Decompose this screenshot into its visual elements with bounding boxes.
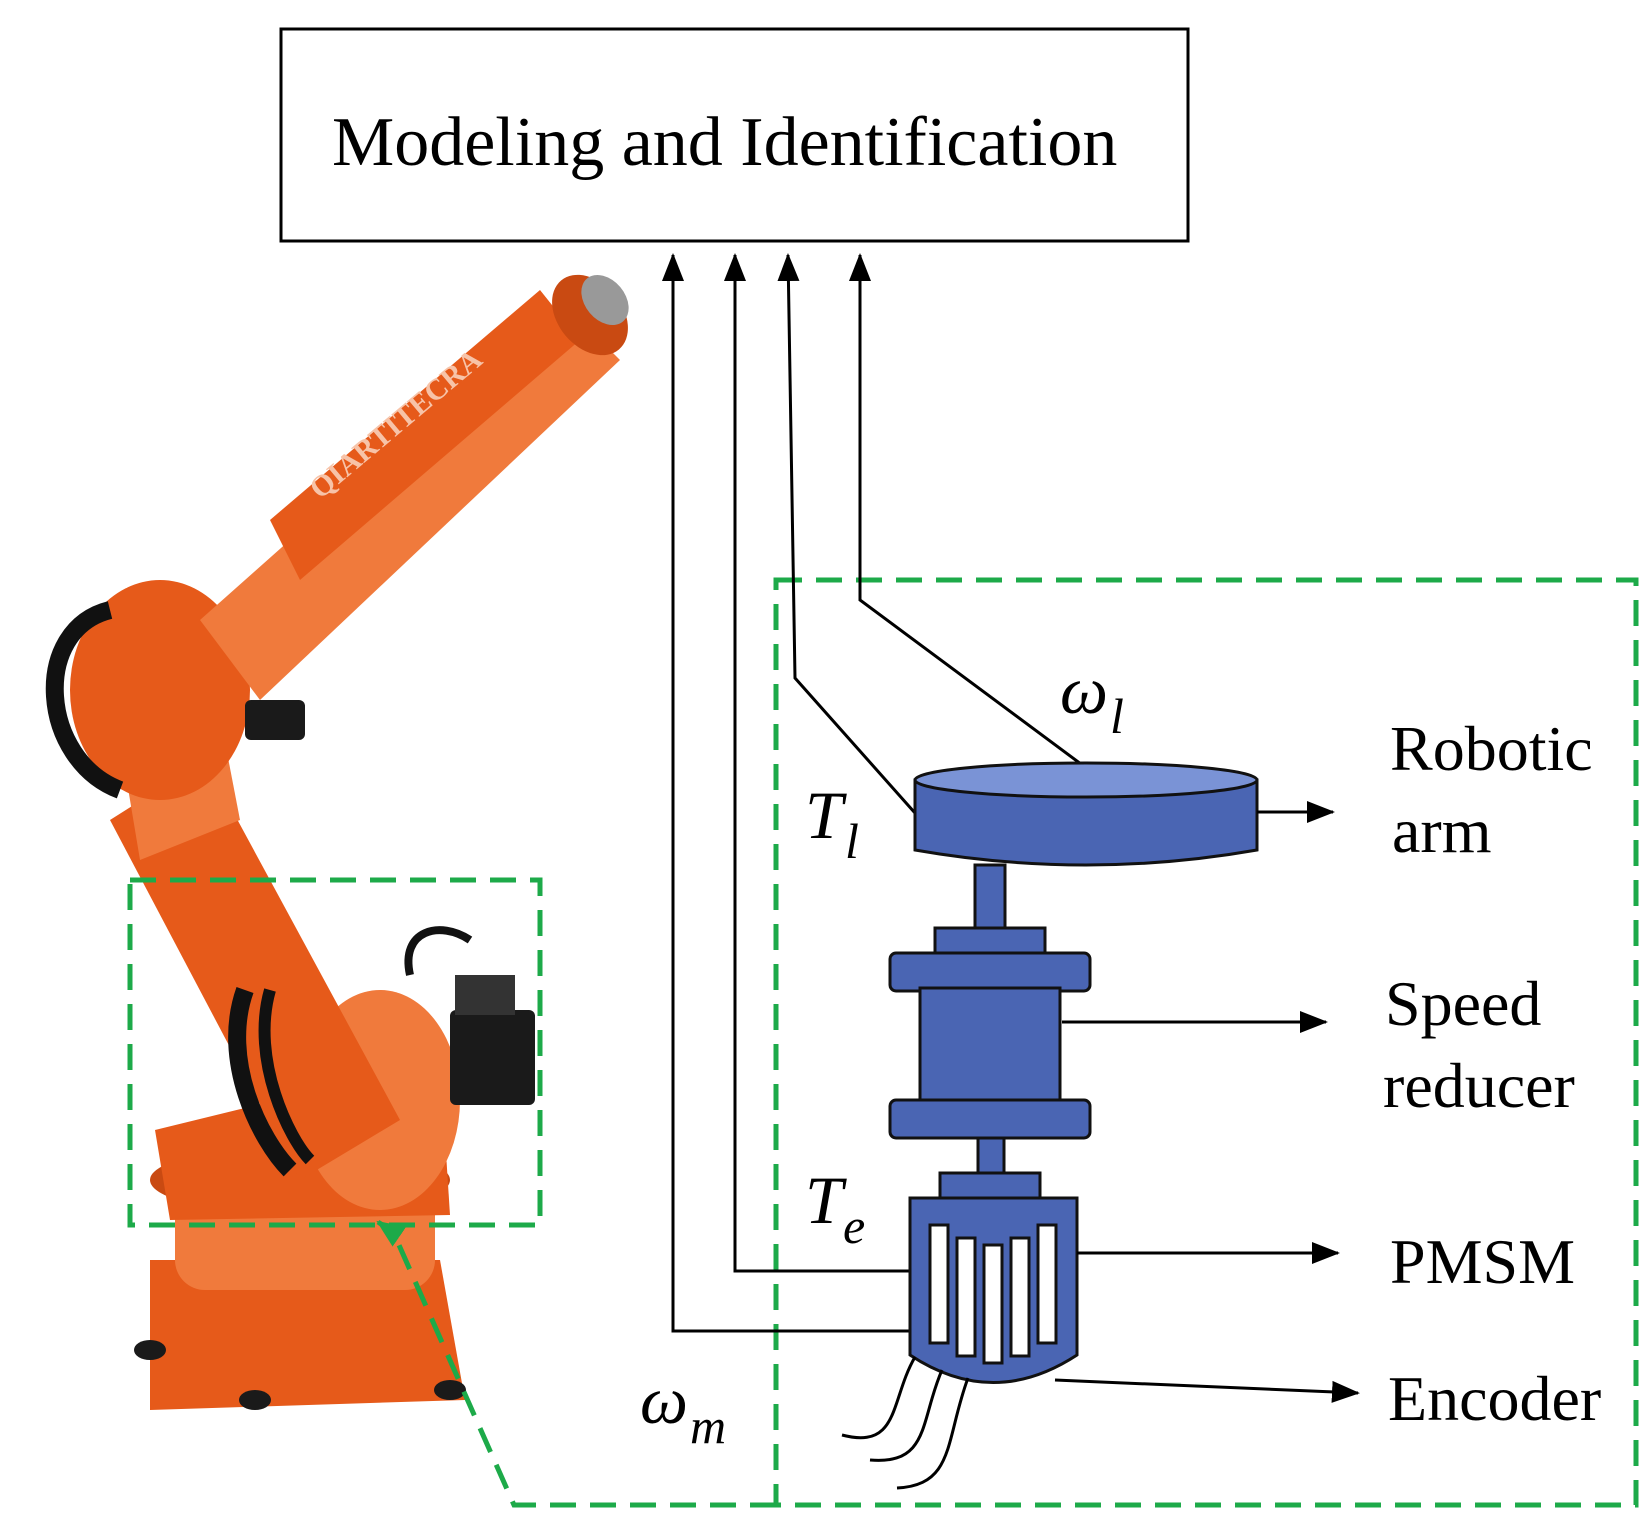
motor-slot (1009, 1236, 1031, 1358)
signal-tl-line (777, 253, 917, 814)
modeling-identification-label: Modeling and Identification (332, 104, 1117, 181)
drive-system-box (773, 577, 1639, 1508)
joint-highlight-box (127, 877, 543, 1228)
robotic-arm-disc (913, 761, 1259, 867)
modeling-identification-box: Modeling and Identification (279, 27, 1190, 243)
output-shaft (973, 863, 1007, 932)
speed-reducer-label-line1: Speed (1385, 968, 1541, 1039)
motor-slot (1036, 1223, 1058, 1345)
te-label: T e (805, 1162, 865, 1254)
pmsm-motor-body (908, 1171, 1079, 1384)
tl-label: T l (805, 777, 859, 869)
signal-omega-m-line (662, 253, 910, 1333)
industrial-robot-illustration: QIARTITECRA (45, 274, 629, 1410)
encoder-cables (841, 1356, 970, 1490)
speed-reducer-label-line2: reducer (1383, 1050, 1575, 1121)
svg-text:T: T (805, 777, 847, 853)
pmsm-label: PMSM (1390, 1226, 1575, 1297)
motor-slot (955, 1236, 977, 1358)
encoder-label: Encoder (1388, 1363, 1601, 1434)
signal-omega-l-line (849, 253, 1086, 769)
motor-slot (982, 1243, 1004, 1365)
svg-text:l: l (1110, 688, 1124, 744)
speed-reducer-body (888, 926, 1092, 1140)
robotic-arm-label-line1: Robotic (1390, 713, 1593, 784)
highlight-connector (388, 1225, 776, 1508)
svg-text:ω: ω (640, 1362, 688, 1438)
svg-text:ω: ω (1060, 652, 1108, 728)
svg-text:e: e (843, 1198, 865, 1254)
encoder-arrow (1054, 1378, 1360, 1403)
motor-slot (928, 1223, 950, 1345)
svg-text:l: l (845, 813, 859, 869)
signal-te-line (724, 253, 910, 1273)
robotic-arm-label-line2: arm (1392, 795, 1492, 866)
highlight-connector-arrow (376, 1219, 407, 1247)
svg-text:T: T (805, 1162, 847, 1238)
omega-m-label: ω m (640, 1362, 726, 1454)
omega-l-label: ω l (1060, 652, 1124, 744)
svg-text:m: m (690, 1398, 726, 1454)
